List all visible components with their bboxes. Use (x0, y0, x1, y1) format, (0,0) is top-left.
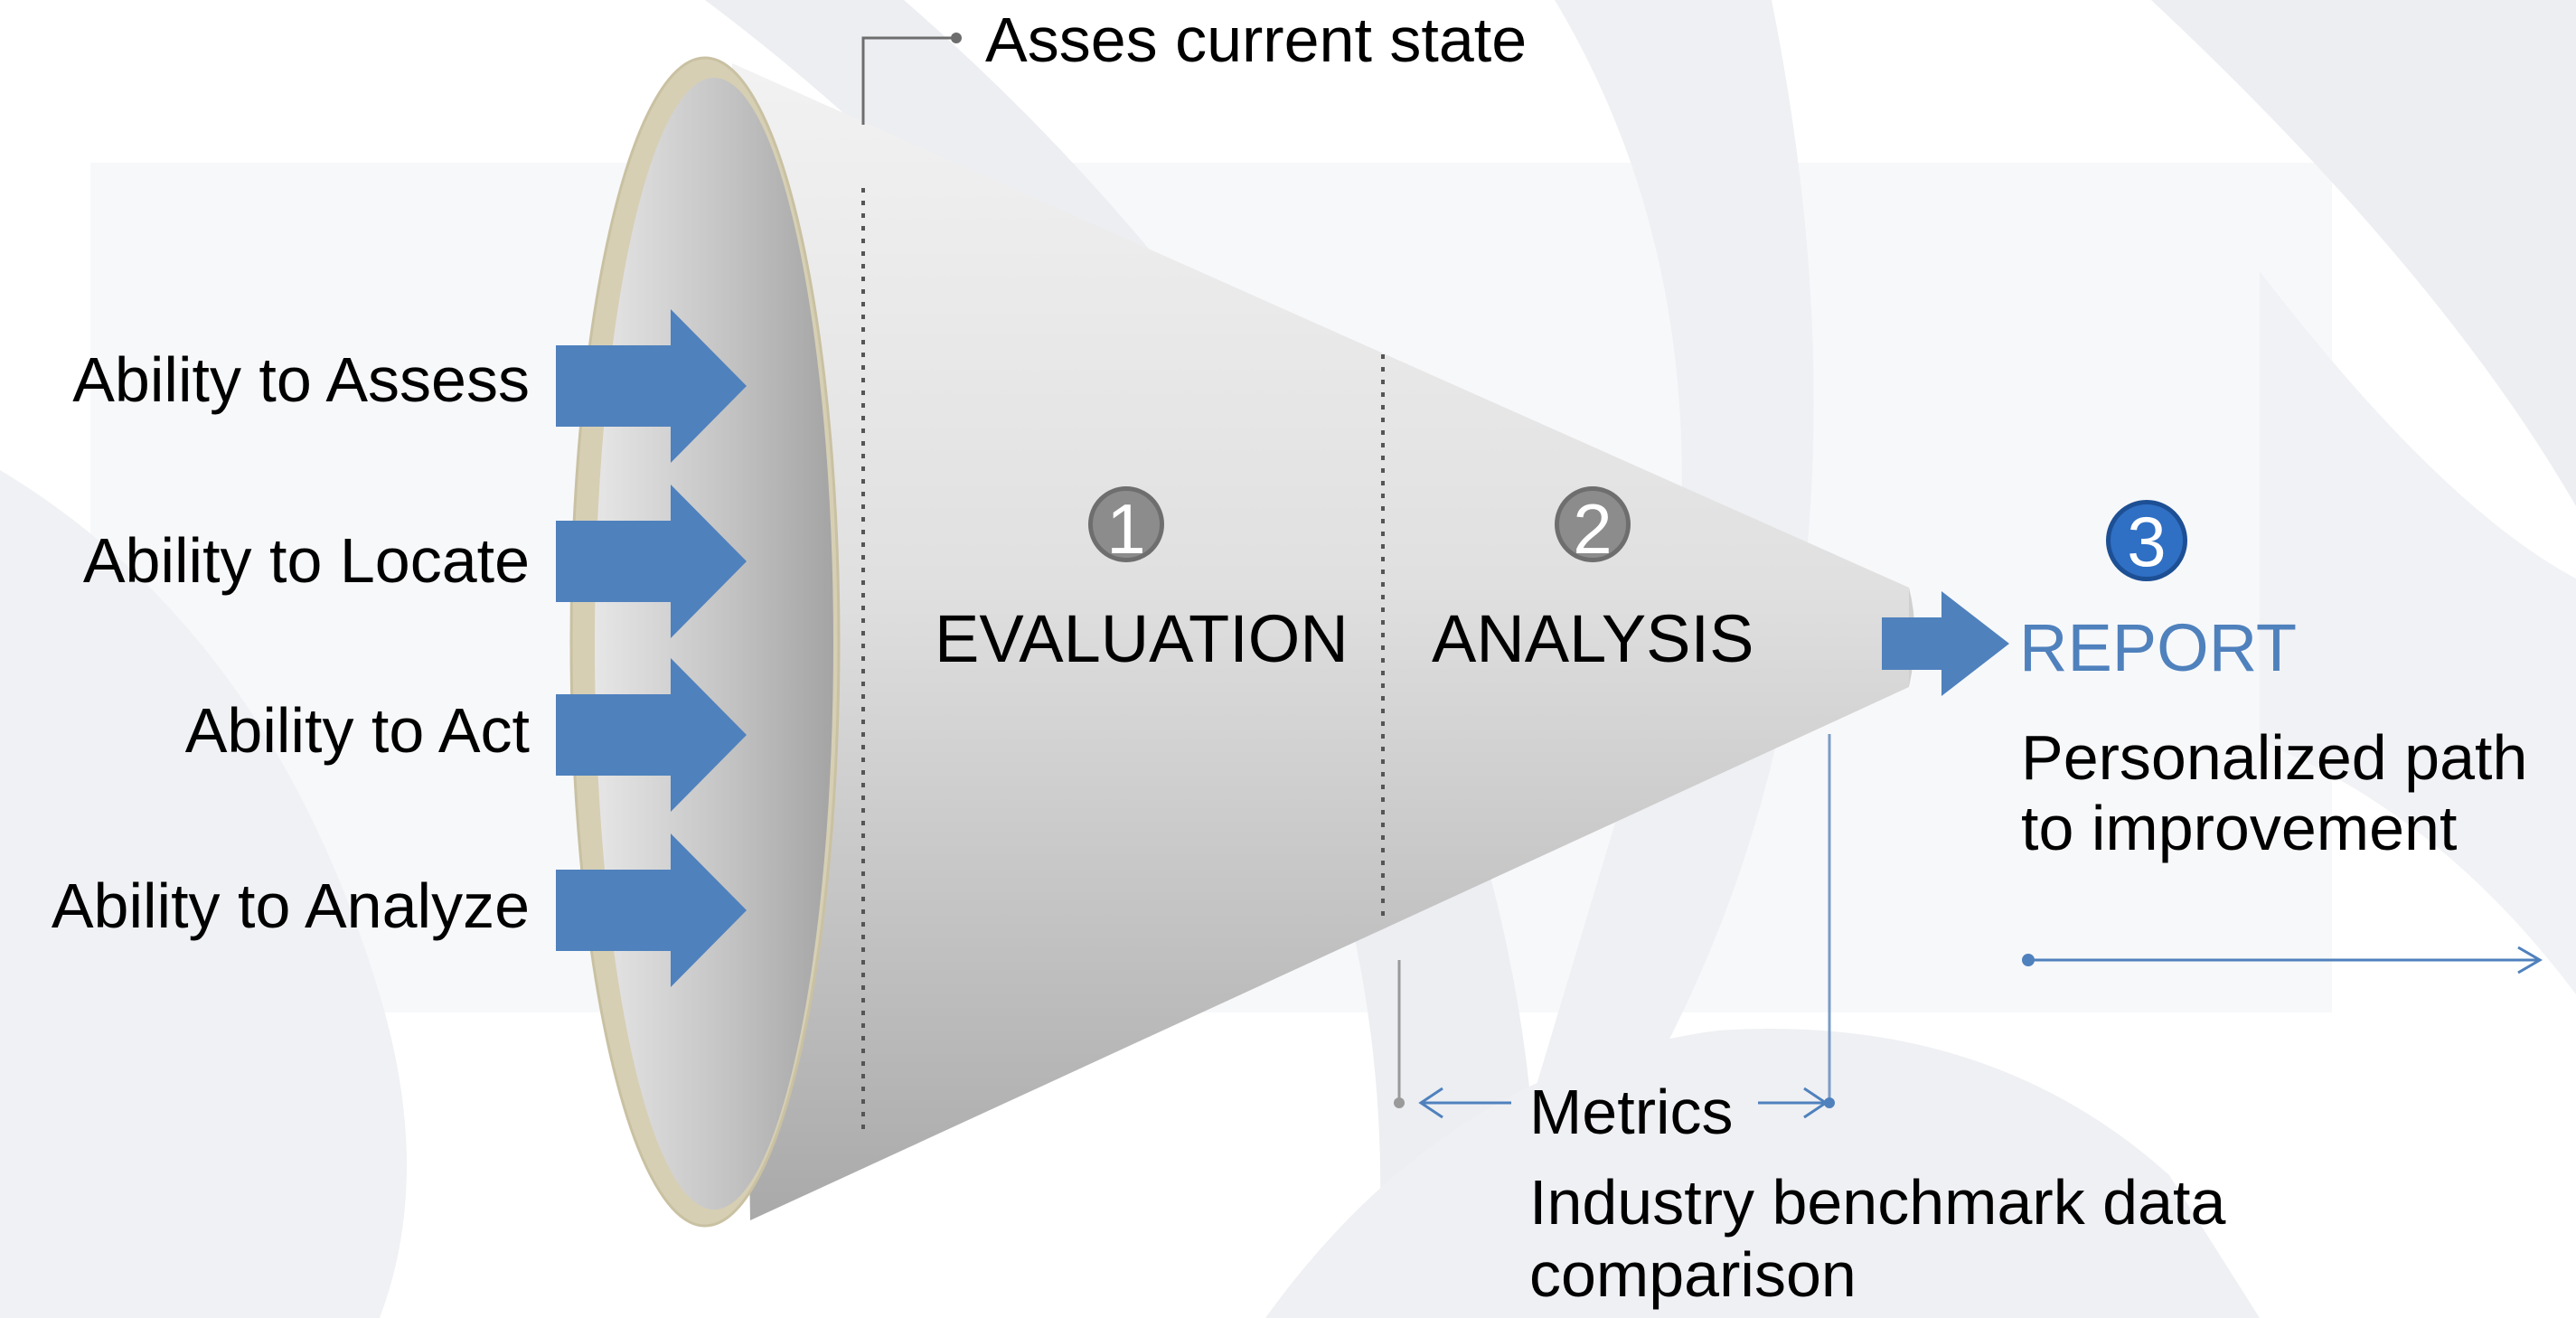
right-arrow-icon (556, 309, 747, 463)
stage-number-badge: 1 (1088, 486, 1164, 567)
top-callout-connector (861, 36, 956, 125)
input-label-locate: Ability to Locate (82, 525, 530, 596)
input-label-analyze: Ability to Analyze (51, 871, 530, 941)
stage-number-badge: 2 (1555, 486, 1631, 567)
report-line-2: to improvement (2021, 793, 2458, 863)
stage-label-report: REPORT (2019, 610, 2298, 685)
funnel-cone (732, 63, 1909, 1220)
right-arrow-icon (556, 658, 747, 812)
stage-label-evaluation: EVALUATION (935, 601, 1349, 676)
metrics-title: Metrics (1529, 1077, 1734, 1147)
top-callout-text: Asses current state (985, 5, 1528, 75)
funnel-mouth (595, 78, 833, 1210)
input-label-act: Ability to Act (184, 695, 530, 766)
right-arrow-icon (556, 485, 747, 638)
report-line-1: Personalized path (2021, 722, 2528, 793)
stage-label-analysis: ANALYSIS (1432, 601, 1754, 676)
metrics-line-2: comparison (1529, 1239, 1857, 1310)
stage-number-badge: 3 (2106, 500, 2187, 581)
input-label-assess: Ability to Assess (72, 344, 530, 415)
right-arrow-icon (1882, 591, 2009, 696)
right-arrow-icon (556, 833, 747, 987)
metrics-line-1: Industry benchmark data (1529, 1167, 2226, 1238)
